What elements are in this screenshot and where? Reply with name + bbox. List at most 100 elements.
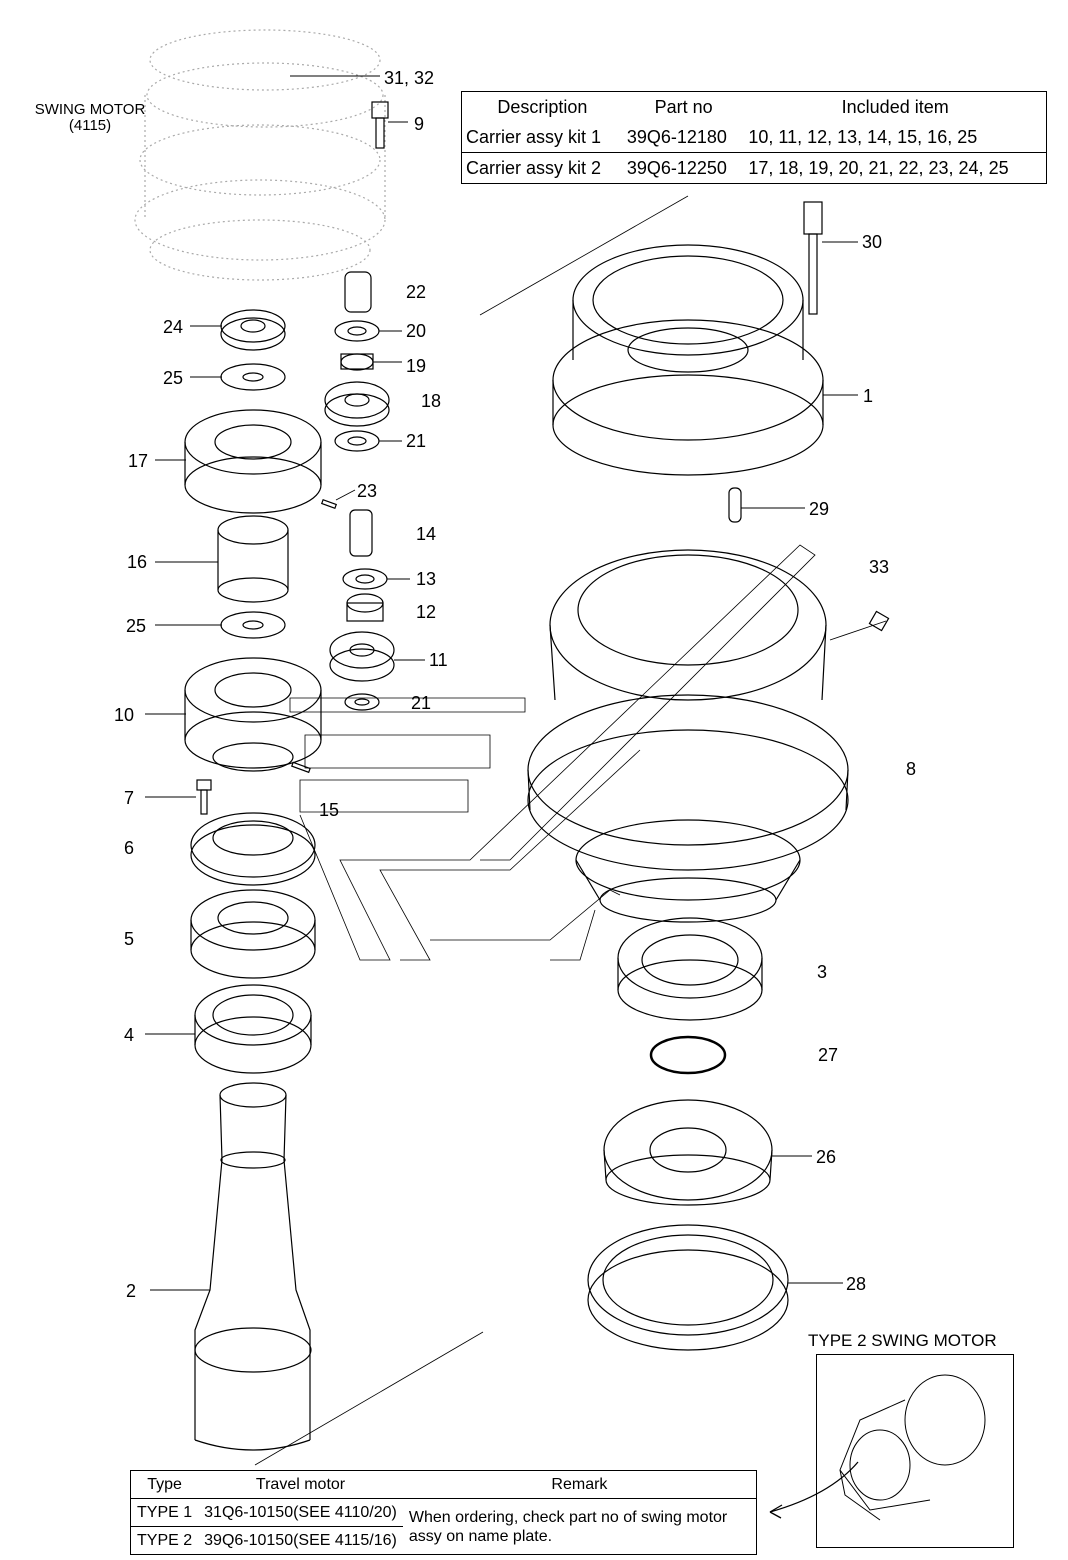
ghost-swing-motor: [134, 29, 386, 281]
type1-label: TYPE 1: [130, 1498, 199, 1527]
type-remark: When ordering, check part no of swing mo…: [408, 1508, 728, 1545]
callout-24: 24: [163, 317, 184, 337]
pin-23: [320, 498, 338, 510]
sun-gear-16: [217, 515, 289, 603]
pin-22: [344, 271, 372, 313]
callout-5: 5: [124, 929, 135, 949]
housing-8: [527, 549, 849, 923]
callout-19: 19: [406, 356, 427, 376]
carrier-10: [184, 657, 322, 772]
motor-title-text: SWING MOTOR: [34, 101, 146, 118]
type-col-remark: Remark: [402, 1470, 757, 1499]
callout-2: 2: [126, 1281, 137, 1301]
bearing-3: [617, 917, 763, 1021]
ring-gear-1: [552, 244, 824, 476]
callout-26: 26: [816, 1147, 837, 1167]
table-row: TYPE 1 31Q6-10150(SEE 4110/20) When orde…: [130, 1498, 757, 1545]
drive-shaft-2: [194, 1082, 312, 1451]
washer-21b: [344, 693, 380, 711]
callout-21-lower: 21: [411, 693, 432, 713]
callout-10: 10: [114, 705, 135, 725]
callout-23: 23: [357, 481, 378, 501]
thrust-plate-25b: [220, 611, 286, 639]
carrier-17: [184, 409, 322, 514]
kit-table-header: Description Part no Included item: [462, 92, 1047, 123]
table-row: Carrier assy kit 2 39Q6-12250 17, 18, 19…: [461, 152, 1047, 184]
bearing-12: [346, 593, 384, 622]
callout-31-32: 31, 32: [384, 68, 435, 88]
callout-25-lower: 25: [126, 616, 147, 636]
pin-29: [728, 487, 742, 523]
planet-gear-11: [329, 631, 395, 682]
type1-travel-motor: 31Q6-10150(SEE 4110/20): [198, 1498, 403, 1527]
bolt-7: [196, 779, 212, 815]
leader-lines: [145, 75, 887, 1291]
callout-21-upper: 21: [406, 431, 427, 451]
callout-8: 8: [906, 759, 917, 779]
callout-16: 16: [127, 552, 148, 572]
type2-motor-inset: [816, 1354, 1014, 1548]
plug-33: [868, 610, 890, 632]
planet-gear-24: [220, 309, 286, 351]
kit2-part-no: 39Q6-12250: [622, 152, 745, 184]
type2-travel-motor: 39Q6-10150(SEE 4115/16): [204, 1531, 397, 1549]
kit-col-part-no: Part no: [654, 96, 713, 117]
swing-motor-title: SWING MOTOR (4115): [28, 102, 152, 134]
callout-29: 29: [809, 499, 830, 519]
inset-title: TYPE 2 SWING MOTOR: [808, 1331, 997, 1350]
callout-9: 9: [414, 114, 425, 134]
callout-6: 6: [124, 838, 135, 858]
callout-22: 22: [406, 282, 427, 302]
washer-21a: [334, 430, 380, 452]
planet-gear-18: [324, 381, 390, 427]
callout-1: 1: [863, 386, 874, 406]
callout-27: 27: [818, 1045, 839, 1065]
type-col-type: Type: [130, 1470, 199, 1499]
type-table-header: Type Travel motor Remark: [130, 1470, 757, 1499]
bearing-4: [194, 984, 312, 1074]
kit2-included: 17, 18, 19, 20, 21, 22, 23, 24, 25: [744, 152, 1047, 184]
kit1-description: Carrier assy kit 1: [466, 126, 602, 147]
table-row: TYPE 2 39Q6-10150(SEE 4115/16): [131, 1527, 757, 1555]
pin-14: [349, 509, 373, 557]
callout-28: 28: [846, 1274, 867, 1294]
callout-20: 20: [406, 321, 427, 341]
motor-type-table: Type Travel motor Remark TYPE 1 31Q6-101…: [130, 1470, 757, 1555]
o-ring-27: [649, 1035, 727, 1075]
pointer-arrow: [769, 1461, 859, 1519]
callout-12: 12: [416, 602, 437, 622]
bolt-30: [803, 201, 823, 315]
bearing-19: [340, 353, 374, 371]
kit-col-description: Description: [497, 96, 588, 117]
callout-4: 4: [124, 1025, 135, 1045]
callout-14: 14: [416, 524, 437, 544]
pin-15: [291, 761, 311, 774]
callout-13: 13: [416, 569, 437, 589]
plate-6: [190, 812, 316, 886]
callout-33: 33: [869, 557, 890, 577]
washer-13: [342, 568, 388, 590]
callout-7: 7: [124, 788, 135, 808]
thrust-plate-25a: [220, 363, 286, 391]
callout-11: 11: [429, 650, 448, 670]
nut-5: [190, 889, 316, 979]
callout-18: 18: [421, 391, 442, 411]
kit-col-included: Included item: [841, 96, 949, 117]
table-row: Carrier assy kit 1 39Q6-12180 10, 11, 12…: [462, 122, 1047, 153]
seal-26: [603, 1099, 773, 1206]
callout-15: 15: [319, 800, 340, 820]
callout-30: 30: [862, 232, 883, 252]
callout-3: 3: [817, 962, 828, 982]
kit1-included: 10, 11, 12, 13, 14, 15, 16, 25: [748, 126, 978, 147]
bolt-9: [371, 101, 389, 149]
seal-28: [587, 1224, 789, 1351]
callout-17: 17: [128, 451, 149, 471]
type2-label: TYPE 2: [137, 1531, 193, 1549]
type-col-travel-motor: Travel motor: [198, 1470, 403, 1499]
kit1-part-no: 39Q6-12180: [626, 126, 727, 147]
motor-ref-text: (4115): [68, 117, 112, 134]
kit2-description: Carrier assy kit 2: [461, 152, 623, 184]
phantom-lines: [254, 195, 816, 1466]
type2-motor-sketch: [839, 1374, 986, 1521]
